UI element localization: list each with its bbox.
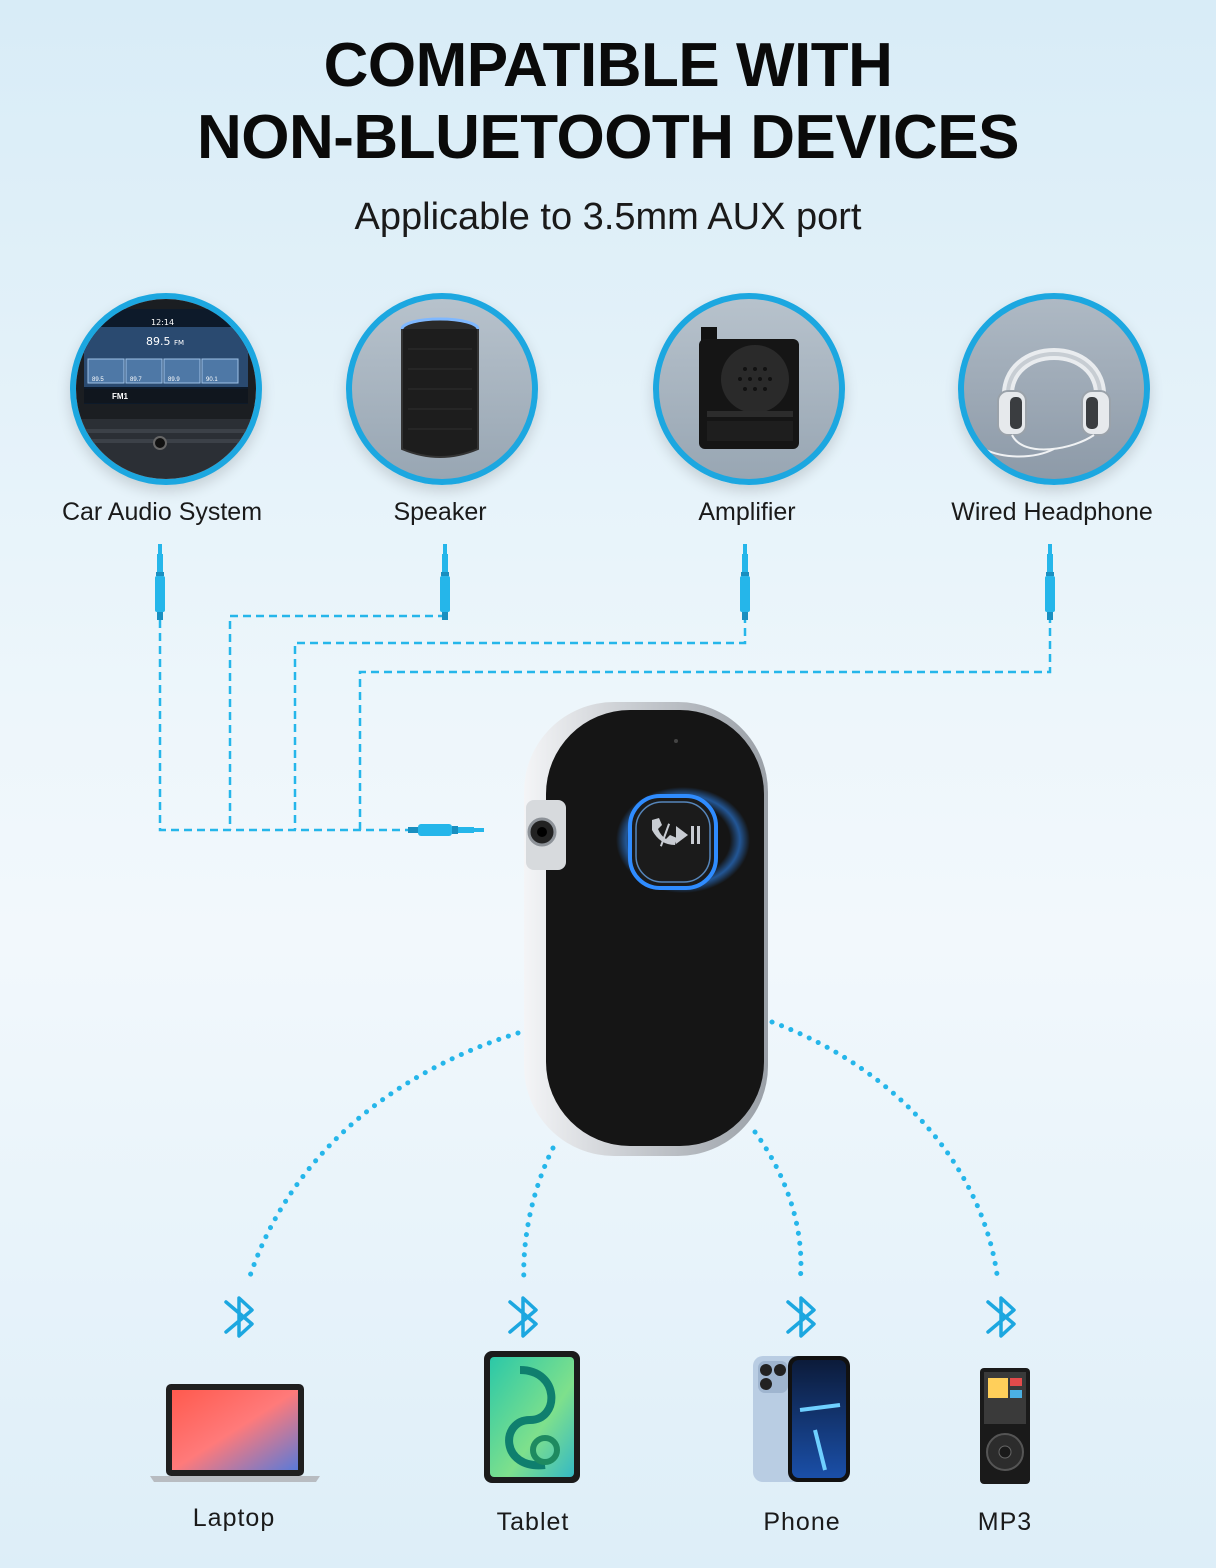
jack-plug-receiver [408,824,484,836]
jack-plug-speaker [440,544,450,620]
label-laptop: Laptop [192,1504,276,1532]
jack-plug-headphone [1045,544,1055,620]
jack-plug-amplifier [740,544,750,620]
label-car-audio-system: Car Audio System [61,498,263,526]
car-screen-frequency-value: 89.5 [146,335,171,348]
label-tablet: Tablet [496,1508,570,1536]
headline-line-2: NON-BLUETOOTH DEVICES [197,103,1019,172]
subtitle: Applicable to 3.5mm AUX port [354,196,862,238]
amplifier-icon [699,327,799,449]
speaker-circle [346,293,538,485]
car-screen-preset-1: 89.5 [92,377,104,383]
car-screen-source: FM1 [112,392,128,401]
label-phone: Phone [763,1508,841,1536]
car-screen-preset-3: 89.9 [168,377,180,383]
jack-plug-car [155,544,165,620]
headline-line-1: COMPATIBLE WITH [323,31,893,100]
label-mp3: MP3 [977,1508,1033,1536]
label-speaker: Speaker [393,498,487,526]
label-amplifier: Amplifier [698,498,796,526]
car-screen-time: 12:14 [151,318,175,327]
car-screen-frequency: 89.5 FM [146,335,184,348]
car-audio-circle: 12:14 89.5 FM 89.5 89.7 89.9 90.1 FM1 [70,293,262,485]
speaker-icon [400,317,480,458]
car-screen-preset-2: 89.7 [130,377,142,383]
bluetooth-icons [224,1296,1016,1338]
label-wired-headphone: Wired Headphone [951,498,1153,526]
bluetooth-arcs [245,1019,1001,1285]
amplifier-circle [653,293,845,485]
car-screen-preset-4: 90.1 [206,377,218,383]
car-screen-band: FM [174,339,185,347]
aux-wiring [158,614,1052,832]
headphone-circle [958,293,1150,485]
headphone-icon [983,348,1111,458]
